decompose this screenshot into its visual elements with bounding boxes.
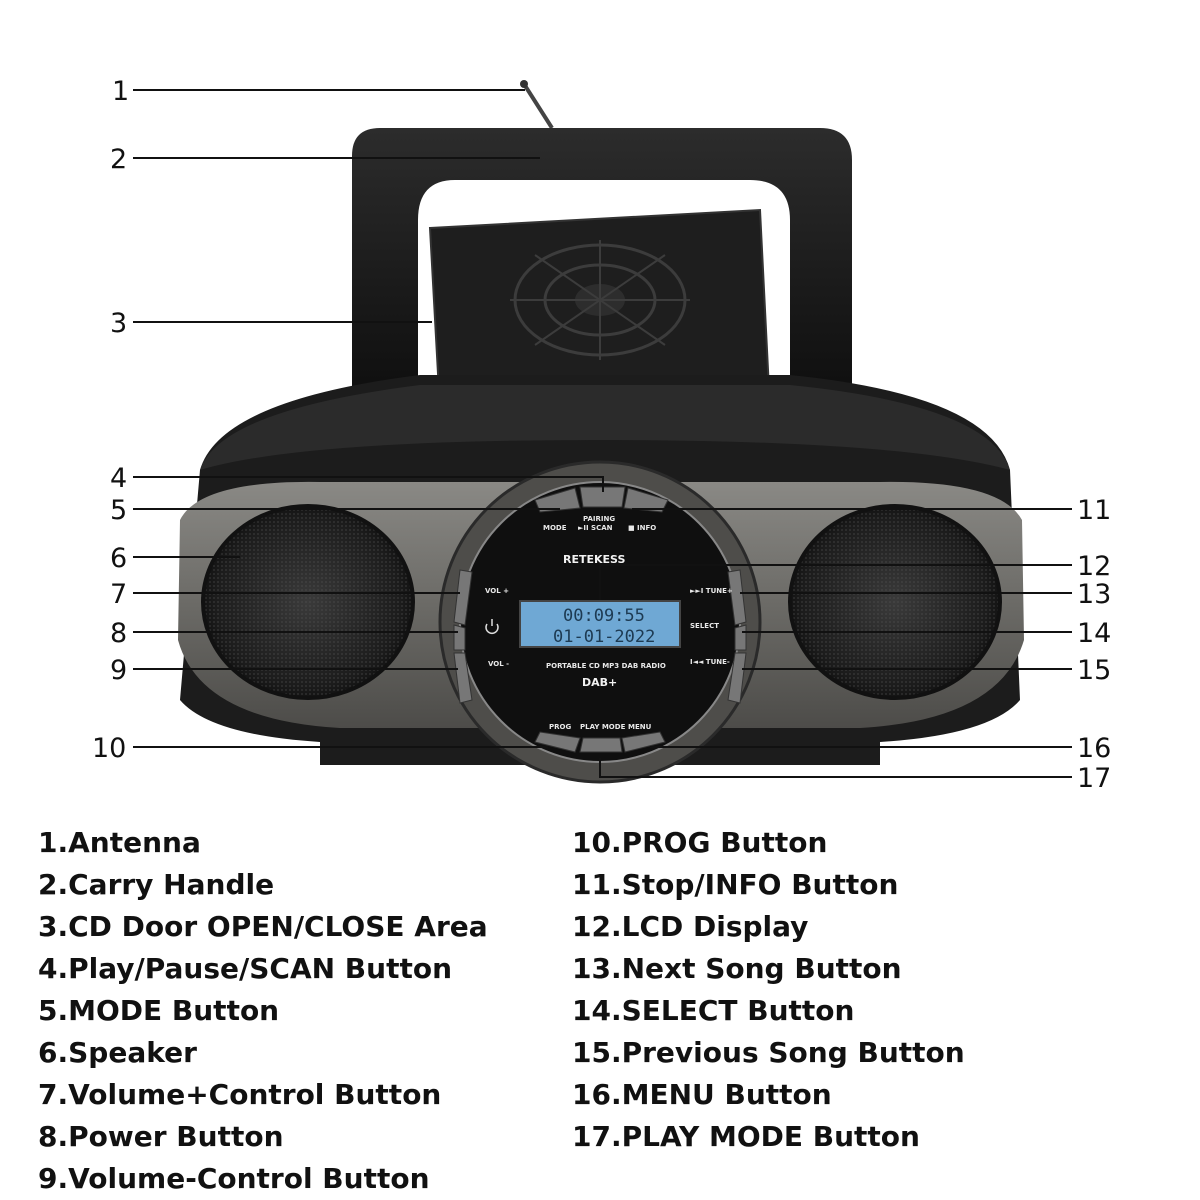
callout-2: 2 (110, 144, 127, 175)
legend-item: 12.LCD Display (572, 910, 809, 943)
legend-item: 13.Next Song Button (572, 952, 902, 985)
dab-logo: DAB+ (582, 676, 617, 689)
legend-item: 9.Volume-Control Button (38, 1162, 430, 1195)
right-speaker (788, 504, 1002, 700)
play-mode-button[interactable] (579, 737, 623, 753)
scan-label: ►II SCAN (578, 524, 613, 532)
callout-1: 1 (112, 76, 129, 107)
legend-item: 10.PROG Button (572, 826, 828, 859)
product-diagram: PAIRING MODE ►II SCAN ■ INFO RETEKESS VO… (92, 76, 1111, 794)
legend-item: 15.Previous Song Button (572, 1036, 965, 1069)
callout-6: 6 (110, 543, 127, 574)
tune-minus-label: I◄◄ TUNE- (690, 658, 730, 666)
legend-item: 14.SELECT Button (572, 994, 855, 1027)
legend-left-column: 1.Antenna 2.Carry Handle 3.CD Door OPEN/… (38, 822, 488, 1200)
legend-item: 6.Speaker (38, 1036, 197, 1069)
legend-item: 3.CD Door OPEN/CLOSE Area (38, 910, 488, 943)
callout-17: 17 (1077, 763, 1111, 794)
cd-door (428, 208, 772, 411)
antenna (522, 82, 554, 130)
legend-item: 5.MODE Button (38, 994, 280, 1027)
select-button[interactable] (734, 624, 747, 651)
prog-label: PROG (549, 723, 571, 731)
info-label: ■ INFO (628, 524, 656, 532)
lcd-date: 01-01-2022 (553, 627, 655, 647)
callout-5: 5 (110, 495, 127, 526)
vol-plus-label: VOL + (485, 587, 509, 595)
power-icon (485, 619, 499, 634)
callout-7: 7 (110, 579, 127, 610)
legend-item: 2.Carry Handle (38, 868, 275, 901)
callout-14: 14 (1077, 618, 1111, 649)
brand-logo: RETEKESS (563, 553, 625, 566)
callout-8: 8 (110, 618, 127, 649)
callout-10: 10 (92, 733, 126, 764)
legend-right-column: 10.PROG Button 11.Stop/INFO Button 12.LC… (572, 822, 965, 1158)
legend-item: 4.Play/Pause/SCAN Button (38, 952, 453, 985)
tune-plus-label: ►►I TUNE+ (690, 587, 733, 595)
callout-16: 16 (1077, 733, 1111, 764)
callout-12: 12 (1077, 551, 1111, 582)
select-label: SELECT (690, 622, 719, 630)
volume-minus-button[interactable] (453, 652, 473, 704)
callout-13: 13 (1077, 579, 1111, 610)
next-song-button[interactable] (727, 569, 747, 626)
legend-item: 11.Stop/INFO Button (572, 868, 899, 901)
callout-15: 15 (1077, 655, 1111, 686)
model-label: PORTABLE CD MP3 DAB RADIO (546, 662, 666, 670)
stop-info-button[interactable] (623, 487, 669, 513)
legend-item: 8.Power Button (38, 1120, 284, 1153)
play-pause-scan-button[interactable] (579, 486, 626, 508)
legend-item: 1.Antenna (38, 826, 201, 859)
menu-label: MENU (628, 723, 652, 731)
play-mode-label: PLAY MODE (580, 723, 626, 731)
mode-label: MODE (543, 524, 567, 532)
lcd-display: 00:09:55 01-01-2022 (519, 600, 681, 648)
menu-button[interactable] (621, 731, 666, 753)
callout-4: 4 (110, 463, 127, 494)
prog-button[interactable] (534, 731, 581, 753)
legend-item: 17.PLAY MODE Button (572, 1120, 920, 1153)
legend-item: 16.MENU Button (572, 1078, 832, 1111)
callout-lines (133, 89, 1072, 778)
previous-song-button[interactable] (727, 652, 747, 704)
power-button[interactable] (453, 624, 466, 651)
vol-minus-label: VOL - (488, 660, 509, 668)
callout-11: 11 (1077, 495, 1111, 526)
left-speaker (201, 504, 415, 700)
callout-9: 9 (110, 655, 127, 686)
callout-3: 3 (110, 308, 127, 339)
pairing-label: PAIRING (583, 515, 615, 523)
legend-item: 7.Volume+Control Button (38, 1078, 442, 1111)
volume-plus-button[interactable] (453, 569, 473, 626)
lcd-time: 00:09:55 (563, 606, 645, 626)
